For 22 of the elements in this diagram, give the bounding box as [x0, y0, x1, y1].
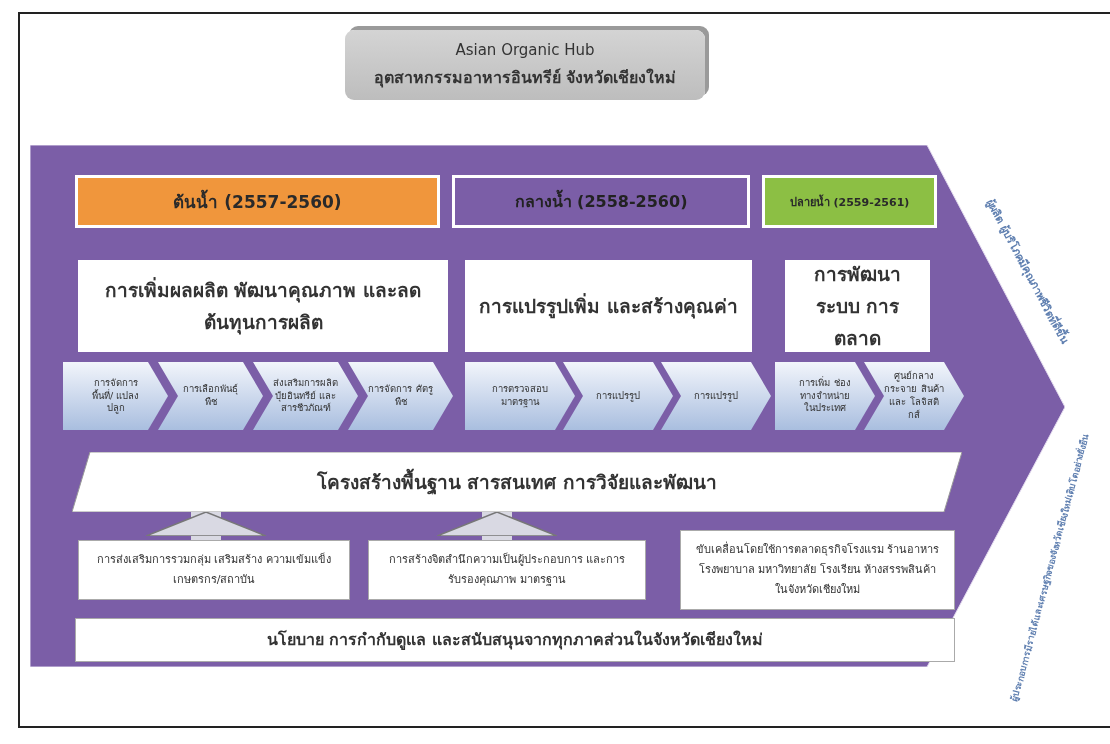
support-box: การสร้างจิตสำนึกความเป็นผู้ประกอบการ และการรับรองคุณภาพ มาตรฐาน: [368, 540, 646, 600]
chevron-step: การจัดการ ศัตรูพืช: [348, 362, 453, 430]
chevron-step: ศูนย์กลางกระจาย สินค้าและ โลจิสติกส์: [864, 362, 964, 430]
support-box: ขับเคลื่อนโดยใช้การตลาดธุรกิจโรงแรม ร้านอาหาร โรงพยาบาล มหาวิทยาลัย โรงเรียน ห้างสรรพสินค้าในจังหวัดเชียงใหม่: [680, 530, 955, 610]
stage-header: ต้นน้ำ (2557-2560): [75, 175, 440, 228]
title-subheading: อุตสาหกรรมอาหารอินทรีย์ จังหวัดเชียงใหม่: [373, 66, 677, 90]
support-box: การส่งเสริมการรวมกลุ่ม เสริมสร้าง ความเข้มแข็งเกษตรกร/สถาบัน: [78, 540, 350, 600]
block-arrow: [145, 511, 267, 540]
chevron-step: ส่งเสริมการผลิต ปุ๋ยอินทรีย์ และสารชีวภัณฑ์: [253, 362, 358, 430]
chevron-step: การเลือกพันธุ์ พืช: [158, 362, 263, 430]
stage-header: ปลายน้ำ (2559-2561): [762, 175, 937, 228]
title-heading: Asian Organic Hub: [455, 40, 595, 59]
block-arrow: [436, 511, 558, 540]
category-box: การพัฒนาระบบ การตลาด: [785, 260, 930, 352]
chevron-step: การแปรรูป: [661, 362, 771, 430]
parallelogram-banner: โครงสร้างพื้นฐาน สารสนเทศ การวิจัยและพัฒนา: [72, 452, 962, 512]
chevron-step: การตรวจสอบ มาตรฐาน: [465, 362, 575, 430]
category-box: การแปรรูปเพิ่ม และสร้างคุณค่า: [465, 260, 752, 352]
policy-box: นโยบาย การกำกับดูแล และสนับสนุนจากทุกภาคส่วนในจังหวัดเชียงใหม่: [75, 618, 955, 662]
chevron-step: การแปรรูป: [563, 362, 673, 430]
stage-header: กลางน้ำ (2558-2560): [452, 175, 750, 228]
category-box: การเพิ่มผลผลิต พัฒนาคุณภาพ และลดต้นทุนการผลิต: [78, 260, 448, 352]
